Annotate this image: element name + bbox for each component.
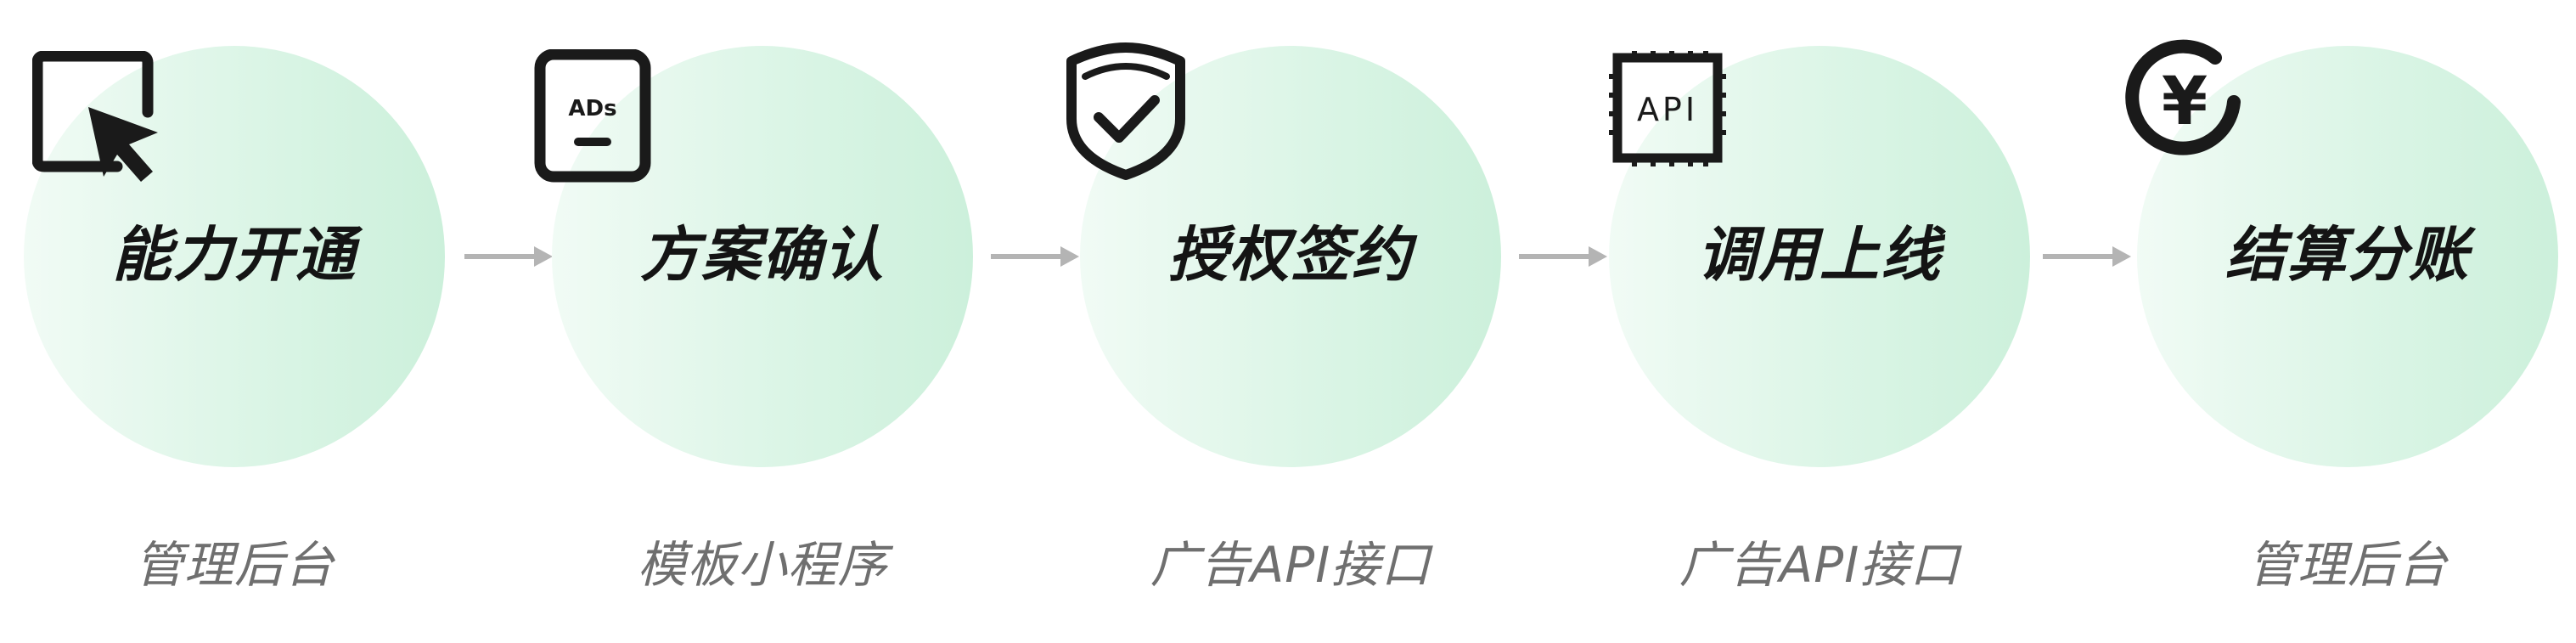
shield-check-icon bbox=[1066, 42, 1185, 180]
step-title: 方案确认 bbox=[640, 220, 885, 290]
step-capability-activation: 能力开通 管理后台 bbox=[24, 0, 448, 643]
step-circle bbox=[1080, 46, 1501, 467]
step-api-launch: API 调用上线 广告API接口 bbox=[1609, 0, 2033, 643]
step-circle bbox=[2137, 46, 2558, 467]
step-caption: 广告API接口 bbox=[1150, 536, 1431, 594]
step-caption: 管理后台 bbox=[133, 536, 335, 594]
step-title: 授权签约 bbox=[1168, 220, 1413, 290]
arrow-right-icon bbox=[991, 246, 1079, 267]
step-settlement-split: ¥ 结算分账 管理后台 bbox=[2125, 0, 2562, 643]
yuan-icon-label: ¥ bbox=[2162, 64, 2208, 140]
step-caption: 广告API接口 bbox=[1679, 536, 1960, 594]
yuan-coin-icon: ¥ bbox=[2125, 39, 2241, 155]
step-caption: 管理后台 bbox=[2247, 536, 2448, 594]
arrow-right-icon bbox=[1519, 246, 1607, 267]
step-authorization-signing: 授权签约 广告API接口 bbox=[1066, 0, 1505, 643]
step-title: 能力开通 bbox=[112, 220, 357, 290]
api-icon-label: API bbox=[1637, 91, 1698, 128]
step-circle bbox=[1609, 46, 2030, 467]
arrow-right-icon bbox=[2043, 246, 2131, 267]
step-title: 调用上线 bbox=[1697, 220, 1942, 290]
step-caption: 模板小程序 bbox=[637, 536, 888, 594]
ads-icon-label: ADs bbox=[568, 96, 616, 121]
step-circle bbox=[552, 46, 973, 467]
api-chip-icon: API bbox=[1609, 51, 1726, 166]
step-plan-confirmation: ADs 方案确认 模板小程序 bbox=[534, 0, 976, 643]
ads-tablet-icon: ADs bbox=[534, 49, 651, 183]
cursor-click-icon bbox=[32, 51, 158, 182]
step-title: 结算分账 bbox=[2225, 220, 2470, 290]
arrow-right-icon bbox=[464, 246, 553, 267]
